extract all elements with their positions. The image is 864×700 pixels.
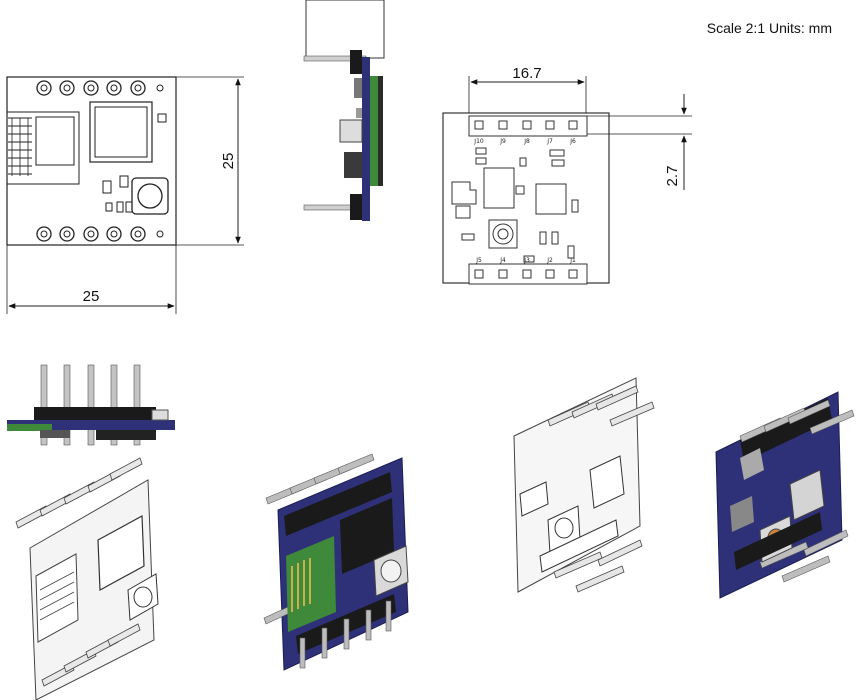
smd-part xyxy=(157,113,167,123)
isometric-view-1 xyxy=(15,457,159,700)
dim-header-offset-label: 2.7 xyxy=(664,166,681,187)
iso-regulator xyxy=(589,455,625,509)
iso-chip xyxy=(97,515,145,591)
header-block xyxy=(350,50,362,74)
side-view xyxy=(303,0,385,221)
bottom-view-board-outline xyxy=(442,112,610,284)
pin-label-j8: J8 xyxy=(523,138,530,145)
header-block xyxy=(34,407,156,421)
smd-part xyxy=(116,201,124,213)
bottom-pad-row xyxy=(36,226,164,242)
smd-part xyxy=(105,202,113,212)
pin-label-j2: J2 xyxy=(546,257,553,264)
regulator xyxy=(483,167,515,209)
pin-label-j6: J6 xyxy=(569,138,576,145)
header-block xyxy=(350,194,362,220)
side-pcb xyxy=(362,57,370,221)
push-button-cap xyxy=(137,183,163,209)
pin-label-j3: J3 xyxy=(523,257,530,264)
side-view-part-above xyxy=(305,0,385,59)
antenna-module xyxy=(6,111,80,185)
push-button xyxy=(131,177,169,215)
header-bottom-pins xyxy=(474,269,578,279)
scale-note: Scale 2:1 Units: mm xyxy=(707,20,832,36)
pin-label-j4: J4 xyxy=(499,257,506,264)
mcu-chip-inner xyxy=(94,106,148,158)
side-module xyxy=(370,76,378,186)
pin-label-j10: J10 xyxy=(473,138,484,145)
dim-connector-span-label: 16.7 xyxy=(512,65,541,82)
header-j1-j5 xyxy=(468,263,588,285)
front-pcb xyxy=(7,420,175,430)
bottom-view: J10 J9 J8 J7 J6 J5 J4 J3 J2 J1 xyxy=(442,65,692,285)
header-top-pins xyxy=(474,120,578,130)
front-view xyxy=(7,364,175,446)
pin-label-j1: J1 xyxy=(569,257,576,264)
iso-header xyxy=(284,472,392,536)
smd-part xyxy=(119,175,129,188)
pin-label-j7: J7 xyxy=(546,138,553,145)
dim-height-label: 25 xyxy=(220,153,237,170)
rotary-switch xyxy=(488,219,518,249)
pin-label-j9: J9 xyxy=(499,138,506,145)
iso-chip-black xyxy=(340,498,394,574)
pin-label-j5: J5 xyxy=(475,257,482,264)
iso-antenna xyxy=(35,553,79,643)
isometric-view-3 xyxy=(513,377,655,593)
top-pad-row xyxy=(36,80,164,96)
smd-part xyxy=(102,180,112,194)
dim-width-label: 25 xyxy=(83,288,100,305)
top-view-board-outline xyxy=(6,76,177,246)
isometric-view-4 xyxy=(715,391,855,599)
top-view: 25 25 xyxy=(6,76,244,314)
chip-outline xyxy=(535,183,567,215)
isometric-view-2 xyxy=(263,453,409,671)
mcu-chip xyxy=(89,101,153,163)
iso-regulator-2 xyxy=(789,469,825,521)
